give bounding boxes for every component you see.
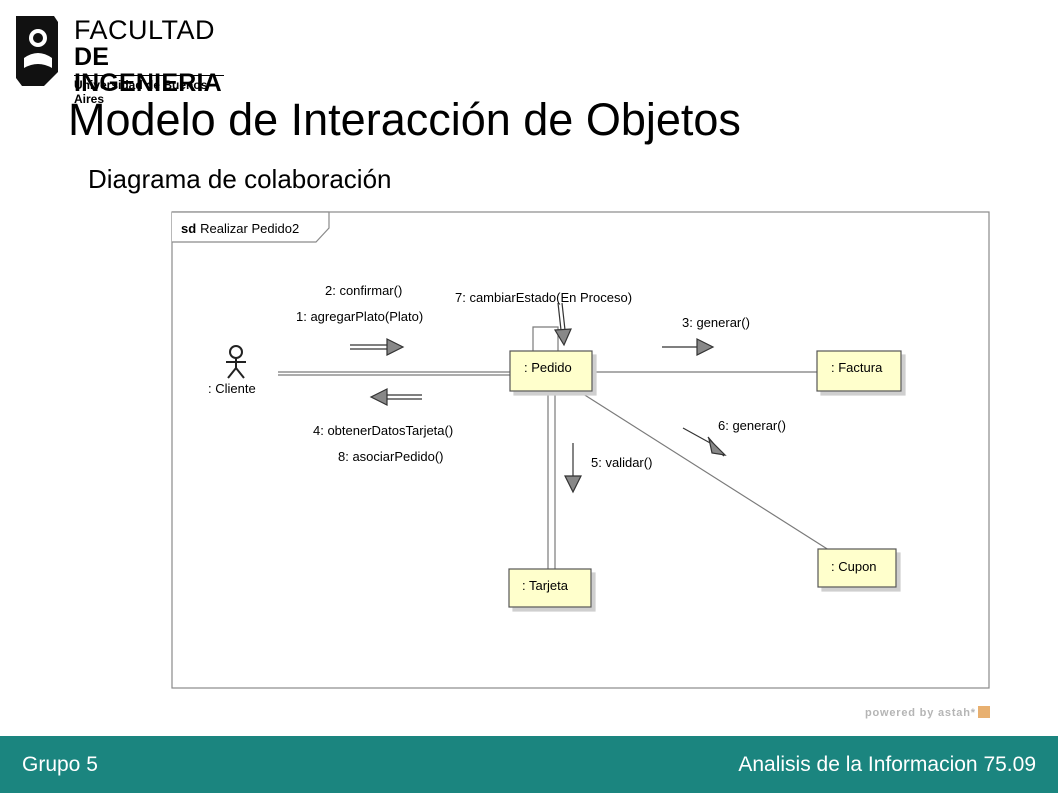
- object-cupon-label: : Cupon: [831, 559, 877, 574]
- self-link-pedido: [532, 326, 559, 352]
- link-pedido-cupon: [579, 391, 833, 553]
- faculty-crest-icon: [16, 16, 58, 86]
- message-8-label: 8: asociarPedido(): [338, 449, 444, 464]
- actor-label: : Cliente: [208, 381, 256, 396]
- arrow-msg-5: [564, 443, 582, 494]
- message-2-label: 2: confirmar(): [325, 283, 402, 298]
- collaboration-diagram: sd Realizar Pedido2 : Cliente : Pedido : …: [171, 211, 990, 689]
- astah-watermark: powered by astah*: [865, 706, 990, 719]
- arrow-msg-3: [662, 338, 715, 356]
- logo-divider: [74, 75, 224, 76]
- arrow-msg-1-2: [350, 338, 405, 356]
- footer-group-label: Grupo 5: [22, 753, 98, 776]
- actor-cliente: [226, 345, 246, 379]
- arrow-msg-7: [553, 302, 572, 347]
- slide-subtitle: Diagrama de colaboración: [88, 164, 392, 194]
- message-3-label: 3: generar(): [682, 315, 750, 330]
- logo-line-faculty: FACULTAD: [74, 15, 216, 45]
- frame-tab: [172, 211, 330, 243]
- object-tarjeta-label: : Tarjeta: [522, 578, 569, 593]
- footer-course-label: Analisis de la Informacion 75.09: [738, 753, 1036, 776]
- object-pedido: [509, 350, 593, 392]
- object-tarjeta: [508, 568, 592, 608]
- logo-line-engineering: DE INGENIERIA: [74, 43, 222, 97]
- frame-name: Realizar Pedido2: [200, 221, 299, 236]
- message-5-label: 5: validar(): [591, 455, 652, 470]
- diagram-links: [278, 326, 833, 570]
- faculty-logo: FACULTAD DE INGENIERIA Universidad de Bu…: [14, 12, 234, 106]
- message-6-label: 6: generar(): [718, 418, 786, 433]
- slide-footer: Grupo 5 Analisis de la Informacion 75.09: [0, 736, 1058, 793]
- logo-line-university: Universidad de Buenos Aires: [74, 78, 208, 106]
- arrow-msg-4-8: [369, 388, 422, 406]
- object-cupon: [817, 548, 897, 588]
- arrow-msg-6: [682, 427, 727, 457]
- object-pedido-label: : Pedido: [524, 360, 572, 375]
- message-4-label: 4: obtenerDatosTarjeta(): [313, 423, 453, 438]
- astah-logo-icon: [977, 706, 990, 718]
- object-factura-label: : Factura: [831, 360, 883, 375]
- message-1-label: 1: agregarPlato(Plato): [296, 309, 423, 324]
- slide-title: Modelo de Interacción de Objetos: [68, 94, 741, 145]
- diagram-frame: [171, 211, 990, 689]
- message-7-label: 7: cambiarEstado(En Proceso): [455, 290, 632, 305]
- frame-keyword: sd: [181, 221, 196, 236]
- object-factura: [816, 350, 902, 392]
